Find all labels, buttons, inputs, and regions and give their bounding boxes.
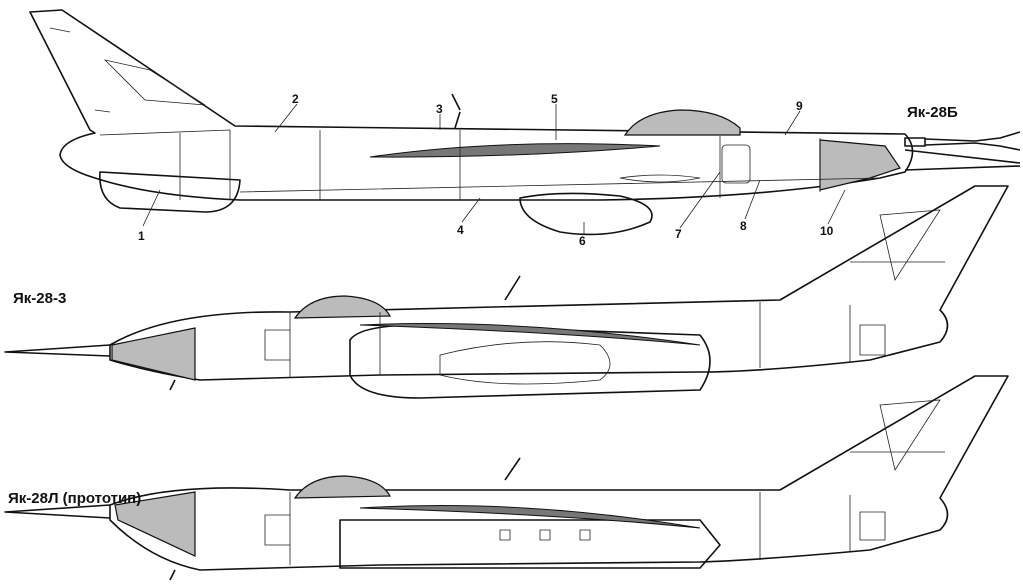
aircraft-yak-28b <box>29 9 1021 236</box>
callout-10: 10 <box>820 224 834 238</box>
callout-3: 3 <box>436 102 443 116</box>
aircraft-yak-28-3 <box>4 185 1009 399</box>
callout-5: 5 <box>551 92 558 106</box>
callout-leaders <box>142 103 846 234</box>
callout-2: 2 <box>292 92 299 106</box>
callout-4: 4 <box>457 223 464 237</box>
aircraft-yak-28l <box>4 375 1009 581</box>
title-yak-28b: Як-28Б <box>907 104 958 121</box>
title-yak-28-3: Як-28-3 <box>13 290 67 307</box>
callout-numbers: 1 2 3 4 5 6 7 8 9 10 <box>138 92 834 248</box>
callout-8: 8 <box>740 219 747 233</box>
probe-detail <box>904 131 1021 151</box>
callout-6: 6 <box>579 234 586 248</box>
title-yak-28l: Як-28Л (прототип) <box>8 490 142 507</box>
callout-1: 1 <box>138 229 145 243</box>
callout-9: 9 <box>796 99 803 113</box>
callout-7: 7 <box>675 227 682 241</box>
